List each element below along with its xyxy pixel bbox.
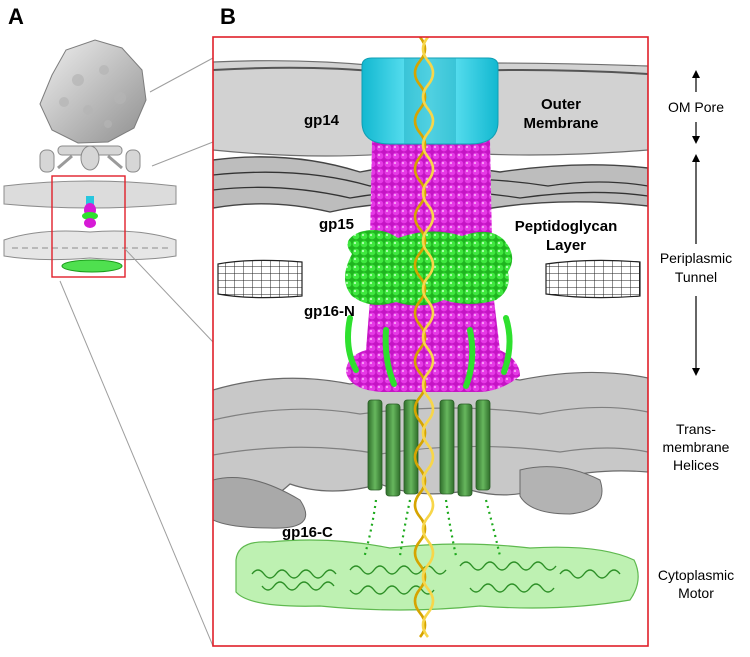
region-tm-1: Trans- <box>676 421 716 437</box>
label-gp15: gp15 <box>319 216 354 233</box>
label-gp16-c: gp16-C <box>282 524 333 541</box>
panel-a-zoom-box <box>51 175 126 278</box>
motor-shell <box>235 539 639 611</box>
dna-helix <box>413 37 435 638</box>
region-periplasmic-2: Tunnel <box>675 269 717 285</box>
gp16-n-ring <box>345 230 513 389</box>
region-motor-2: Motor <box>678 585 714 601</box>
label-outer-membrane-1: Outer <box>541 96 581 113</box>
tail-appendages <box>39 145 141 173</box>
region-om-pore: OM Pore <box>668 99 724 115</box>
panel-a-overview <box>3 39 177 278</box>
peptidoglycan-right-patch <box>545 259 641 299</box>
label-gp16-n: gp16-N <box>304 303 355 320</box>
phage-capsid <box>39 39 147 144</box>
panel-b-frame <box>212 36 649 647</box>
panel-b-letter: B <box>220 4 236 29</box>
panel-b-scene <box>213 37 648 646</box>
region-periplasmic-1: Periplasmic <box>660 250 732 266</box>
region-arrows <box>692 70 700 376</box>
region-tm-3: Helices <box>673 457 719 473</box>
label-peptidoglycan-1: Peptidoglycan <box>515 218 618 235</box>
panel-a-letter: A <box>8 4 24 29</box>
inner-membrane-slab <box>213 371 648 529</box>
panel-a-inner-membrane <box>3 230 177 261</box>
zoom-connector-lines <box>59 57 214 647</box>
label-gp14: gp14 <box>304 112 340 129</box>
peptidoglycan-left-patch <box>217 259 303 299</box>
gp16-linkers <box>362 499 502 559</box>
panel-a-outer-membrane <box>3 180 177 209</box>
label-peptidoglycan-2: Layer <box>546 237 586 254</box>
panel-a-gp16n <box>82 212 98 220</box>
label-outer-membrane-2: Membrane <box>523 115 598 132</box>
panel-a-motor <box>61 259 123 273</box>
region-tm-2: membrane <box>663 439 730 455</box>
transmembrane-helices <box>367 399 491 497</box>
region-motor-1: Cytoplasmic <box>658 567 734 583</box>
